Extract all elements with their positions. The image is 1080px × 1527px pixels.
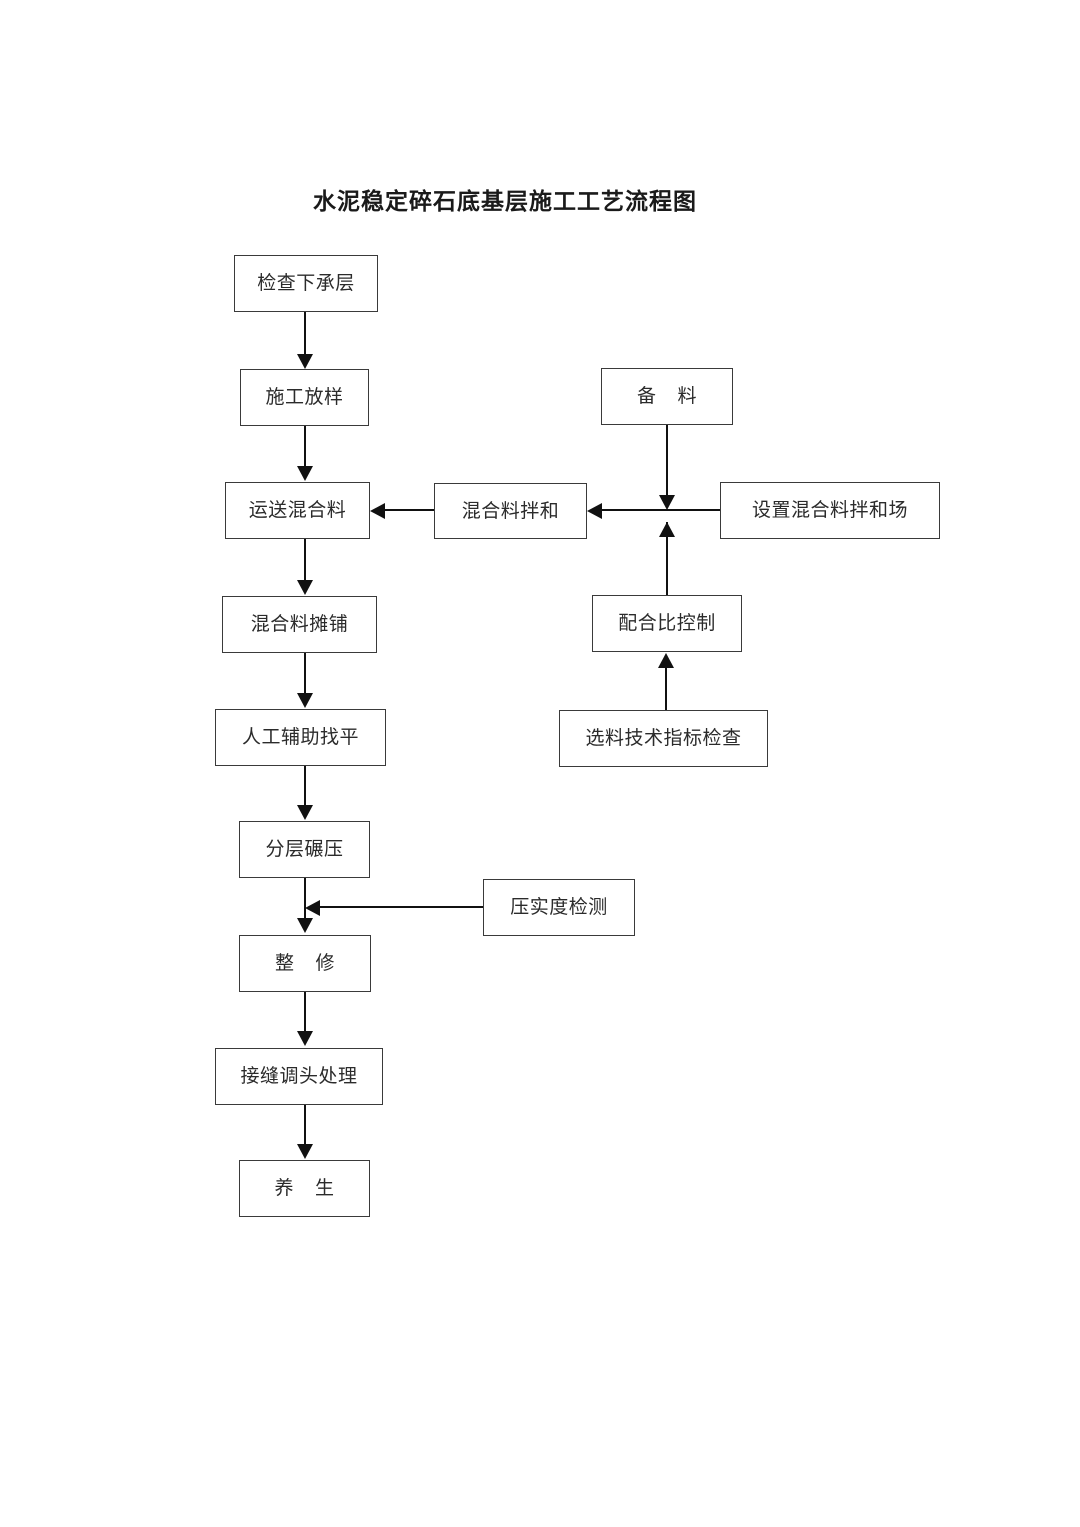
edge-mix-to-transport [385,509,434,512]
arrowhead-down [297,1031,313,1046]
node-label: 运送混合料 [248,500,347,521]
node-label: 检查下承层 [257,273,355,294]
arrowhead-down [297,580,313,595]
arrowhead-down [297,805,313,820]
edge-check-subgrade-to-setout [304,312,307,355]
node-label: 分层碾压 [265,839,344,860]
arrowhead-down [297,1144,313,1159]
node-label: 混合料拌和 [461,500,560,522]
node-mix-ratio-control[interactable]: 配合比控制 [592,595,742,652]
arrowhead-down [297,354,313,369]
node-label: 设置混合料拌和场 [751,500,908,521]
edge-compaction-test-to-main [320,906,483,909]
node-layered-compaction[interactable]: 分层碾压 [239,821,370,878]
arrowhead-left [587,503,602,519]
node-label: 压实度检测 [510,897,608,918]
edge-plant-to-mix [602,509,720,512]
node-label: 备 料 [636,386,697,407]
node-label: 人工辅助找平 [241,727,359,748]
arrowhead-down [297,466,313,481]
edge-material-prep-to-junction [666,425,669,497]
edge-spread-to-leveling [304,653,307,694]
edge-leveling-to-compaction [304,766,307,806]
edge-setout-to-transport [304,426,307,467]
edge-trimming-to-joint [304,992,307,1032]
node-manual-leveling[interactable]: 人工辅助找平 [215,709,386,766]
edge-compaction-to-trimming [304,878,307,920]
arrowhead-up [658,653,674,668]
page-title: 水泥稳定碎石底基层施工工艺流程图 [313,188,697,214]
node-label: 整 修 [274,953,335,974]
node-label: 选料技术指标检查 [585,728,742,749]
edge-ratio-control-to-junction [666,522,669,595]
arrowhead-left [305,900,320,916]
edge-joint-to-curing [304,1105,307,1145]
arrowhead-left [370,503,385,519]
node-construction-setout[interactable]: 施工放样 [240,369,369,426]
node-label: 混合料摊铺 [250,614,349,635]
node-set-mixing-plant[interactable]: 设置混合料拌和场 [720,482,940,539]
edge-transport-to-spread [304,539,307,581]
node-joint-treatment[interactable]: 接缝调头处理 [215,1048,383,1105]
arrowhead-up [659,522,675,537]
node-label: 养 生 [274,1178,335,1199]
arrowhead-down [297,693,313,708]
edge-index-check-to-ratio-control [665,668,668,710]
arrowhead-down [297,918,313,933]
node-label: 配合比控制 [618,613,716,634]
node-trimming[interactable]: 整 修 [239,935,371,992]
node-check-subgrade[interactable]: 检查下承层 [234,255,378,312]
node-material-index-check[interactable]: 选料技术指标检查 [559,710,768,767]
node-material-prep[interactable]: 备 料 [601,368,733,425]
node-spread-mixture[interactable]: 混合料摊铺 [222,596,377,653]
node-label: 施工放样 [265,387,344,408]
node-label: 接缝调头处理 [240,1066,358,1087]
arrowhead-down [659,495,675,510]
node-transport-mixture[interactable]: 运送混合料 [225,482,370,539]
node-mix-mixture[interactable]: 混合料拌和 [434,483,587,539]
node-curing[interactable]: 养 生 [239,1160,370,1217]
node-compaction-test[interactable]: 压实度检测 [483,879,635,936]
